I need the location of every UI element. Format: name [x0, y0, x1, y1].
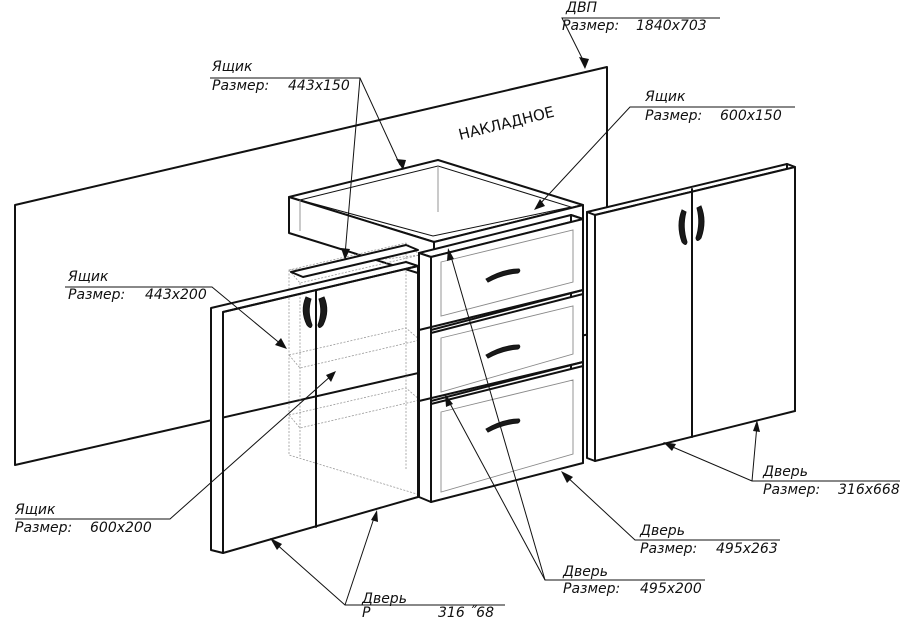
callout-dvp-size: 1840x703: [636, 18, 707, 34]
callout-drawer-600x150-name: Ящик: [644, 89, 686, 105]
callout-drawer-600x150-size: 600x150: [720, 108, 782, 124]
callout-door-316x668-prefix: Размер:: [763, 482, 820, 498]
callout-drawer-443x200-name: Ящик: [67, 269, 109, 285]
callout-drawer-443x150-name: Ящик: [211, 59, 253, 75]
right-cabinet-doors: [586, 163, 796, 462]
callout-drawer-443x200-size: 443x200: [145, 287, 207, 303]
callout-door-left: Дверь Р 316 ˝68: [361, 591, 494, 620]
callout-drawer-443x150-size: 443x150: [288, 78, 350, 94]
leader-lines: [15, 17, 900, 606]
callout-door-495x263-prefix: Размер:: [640, 541, 697, 557]
callout-drawer-600x150-prefix: Размер:: [645, 108, 702, 124]
callout-door-495x200: Дверь Размер: 495x200: [562, 564, 702, 597]
callout-door-495x263-name: Дверь: [639, 523, 685, 539]
callout-door-495x263: Дверь Размер: 495x263: [639, 523, 778, 557]
callout-drawer-443x200: Ящик Размер: 443x200: [67, 269, 207, 303]
callout-door-left-name: Дверь: [361, 591, 407, 607]
callout-door-316x668-size: 316x668: [838, 482, 900, 498]
middle-drawer-handles: [485, 268, 521, 433]
callout-door-495x263-size: 495x263: [716, 541, 778, 557]
callout-drawer-443x150-prefix: Размер:: [212, 78, 269, 94]
callout-door-495x200-prefix: Размер:: [563, 581, 620, 597]
callout-door-495x200-name: Дверь: [562, 564, 608, 580]
callout-drawer-443x200-prefix: Размер:: [68, 287, 125, 303]
callout-drawer-600x150: Ящик Размер: 600x150: [644, 89, 782, 124]
callout-drawer-443x150: Ящик Размер: 443x150: [211, 59, 350, 94]
right-door-handles: [678, 205, 705, 245]
callout-dvp-name: ДВП: [565, 0, 598, 16]
left-door-handles: [302, 296, 328, 328]
callout-drawer-600x200-prefix: Размер:: [15, 520, 72, 536]
callout-dvp-prefix: Размер:: [562, 18, 619, 34]
callout-door-316x668: Дверь Размер: 316x668: [762, 464, 900, 498]
left-cabinet-doors: [210, 244, 419, 554]
callout-door-316x668-name: Дверь: [762, 464, 808, 480]
middle-drawer-unit: [418, 214, 584, 503]
callout-door-left-prefix: Р: [362, 605, 371, 620]
callout-drawer-600x200: Ящик Размер: 600x200: [14, 502, 152, 536]
callout-drawer-600x200-name: Ящик: [14, 502, 56, 518]
callout-door-left-size: 316 ˝68: [438, 605, 494, 620]
callout-dvp: ДВП Размер: 1840x703: [562, 0, 707, 34]
callout-door-495x200-size: 495x200: [640, 581, 702, 597]
callout-drawer-600x200-size: 600x200: [90, 520, 152, 536]
